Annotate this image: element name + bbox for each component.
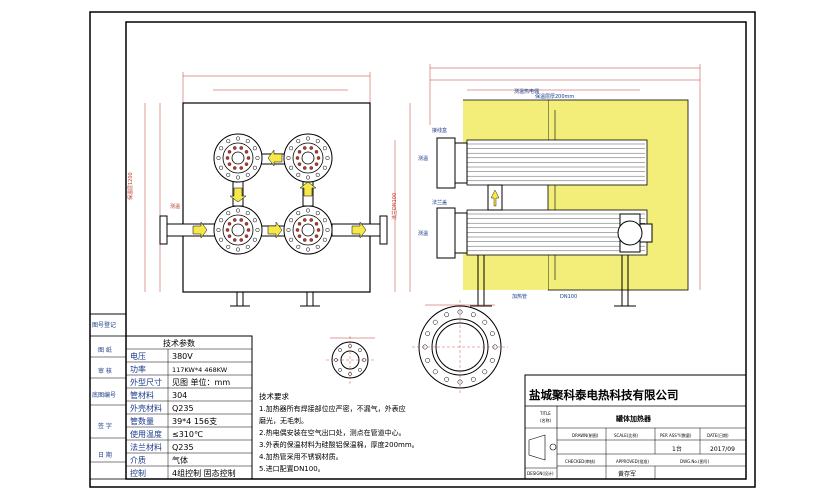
spec-label-8: 介质 (130, 455, 146, 465)
svg-text:法兰DN100: 法兰DN100 (391, 193, 398, 220)
strip-item-1: 图 纸 (98, 346, 112, 354)
front-view: 保温层1200 法兰DN100 测温 (127, 72, 411, 307)
tech-line-5: 5.进口配置DN100。 (259, 465, 325, 473)
spec-value-6: ≤310℃ (172, 430, 203, 439)
svg-text:(名称): (名称) (540, 417, 552, 423)
spec-label-2: 外型尺寸 (130, 377, 162, 387)
strip-item-2: 审 核 (98, 367, 112, 375)
spec-value-9: 4组控制 固态控制 (172, 468, 236, 478)
approved-label: APPROVED(批准) (616, 458, 649, 464)
product-title: 罐体加热器 (615, 414, 652, 423)
flange-detail-small (326, 336, 375, 384)
flange-1 (283, 133, 333, 183)
spec-value-7: Q235 (172, 443, 194, 452)
tech-title: 技术要求 (259, 391, 289, 401)
strip-item-0: 图号登记 (92, 321, 116, 329)
strip-item-4: 签 字 (98, 422, 112, 430)
per-assy-label: PER ASS'Y(数量) (660, 432, 692, 438)
spec-value-1: 117KW*4 468KW (172, 366, 228, 374)
dwg-label: DWG.No.(图号) (680, 458, 710, 464)
spec-label-7: 法兰材料 (130, 442, 162, 452)
strip-item-3: 底图编号 (92, 391, 116, 399)
svg-text:TITLE: TITLE (539, 411, 551, 416)
label-dn: DN100 (560, 294, 577, 300)
spec-label-1: 功率 (130, 364, 146, 374)
svg-text:测温: 测温 (170, 203, 180, 210)
tech-line-3: 3.外表的保温材料为硅酸铝保温棉，厚度200mm。 (259, 440, 419, 449)
spec-value-4: Q235 (172, 404, 194, 413)
label-junction: 接线盒 (432, 127, 447, 134)
company-name: 盐城聚科泰电热科技有限公司 (529, 388, 679, 402)
tech-requirements: 技术要求 1.加热器所有焊接部位应严密，不漏气，外表应 磨光，无毛刺。 2.热电偶… (259, 391, 419, 473)
svg-text:测温热电偶: 测温热电偶 (514, 88, 539, 95)
flange-detail-large (412, 300, 508, 394)
svg-text:保温层1200: 保温层1200 (127, 172, 134, 200)
spec-value-2: 见图 单位：mm (172, 377, 230, 387)
specs-table: 技术参数 电压 380V 功率 117KW*4 468KW 外型尺寸见图 单位：mm 管材… (125, 335, 253, 480)
sheet-inner-border (125, 21, 747, 480)
spec-value-5: 39*4 156支 (172, 416, 217, 426)
sheet-outer-border (89, 11, 756, 488)
tech-line-0: 1.加热器所有焊接部位应严密，不漏气，外表应 (259, 404, 406, 413)
flange-3 (283, 205, 333, 255)
label-temp: 测温 (418, 155, 428, 162)
scale-label: SCALE(比例) (614, 432, 638, 438)
flange-2 (213, 205, 263, 255)
quantity-value: 1台 (672, 445, 682, 453)
spec-label-4: 外壳材料 (130, 403, 162, 413)
spec-label-6: 使用温度 (130, 429, 162, 439)
spec-label-5: 管数量 (130, 416, 154, 426)
label-heating: 加热管 (512, 293, 527, 300)
flange-0 (213, 133, 263, 183)
side-view: 保温层厚200mm 测温热电偶 测温 接线盒 法兰盖 测温 加热管 DN100 (418, 64, 701, 307)
left-registration-strip: 图号登记 图 纸 审 核 底图编号 签 字 日 期 (89, 313, 127, 480)
spec-value-0: 380V (172, 352, 193, 361)
spec-label-0: 电压 (130, 351, 146, 361)
date-label: DATE(日期) (707, 432, 729, 438)
spec-label-3: 管材料 (130, 390, 154, 400)
label-flange: 法兰盖 (432, 199, 447, 206)
approver-value: 黄存军 (618, 470, 636, 478)
title-block: 盐城聚科泰电热科技有限公司 TITLE (名称) 罐体加热器 DESIGN(设计… (524, 374, 747, 480)
tech-line-2: 2.热电偶安装在空气出口处，测点在管道中心。 (259, 428, 406, 437)
specs-header: 技术参数 (163, 338, 195, 348)
label-insulation: 保温层厚200mm (535, 93, 574, 100)
design-label: DESIGN(设计) (527, 470, 554, 476)
strip-item-5: 日 期 (98, 451, 112, 459)
spec-value-3: 304 (172, 391, 187, 400)
spec-value-8: 气体 (172, 455, 188, 465)
spec-label-9: 控制 (130, 468, 146, 478)
checked-label: CHECKED(审核) (565, 458, 596, 464)
date-value: 2017/09 (710, 446, 735, 453)
tech-line-1: 磨光，无毛刺。 (259, 416, 308, 425)
svg-text:测温: 测温 (418, 230, 428, 237)
drawn-label: DRAWN(制图) (572, 432, 599, 438)
tech-line-4: 4.加热管采用不锈钢材质。 (259, 452, 343, 461)
